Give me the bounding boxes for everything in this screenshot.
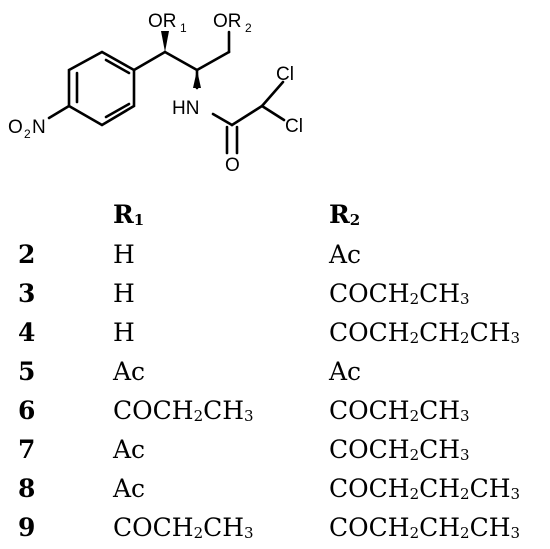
- label-or1: OR 1: [148, 11, 187, 35]
- label-hn: HN: [172, 98, 199, 119]
- compound-number: 6: [18, 396, 36, 425]
- subscript: 2: [409, 446, 420, 464]
- substituent-r1: H: [113, 240, 135, 270]
- formula-part: CH: [419, 513, 461, 542]
- formula-part: CH: [419, 279, 461, 308]
- formula-part: CH: [203, 396, 245, 425]
- formula-part: COCH: [329, 474, 410, 503]
- subscript: 3: [460, 290, 470, 308]
- label-or1-sub: 1: [180, 21, 187, 35]
- formula-part: CH: [419, 474, 461, 503]
- formula-part: COCH: [329, 396, 410, 425]
- formula-part: CH: [419, 435, 461, 464]
- label-nitro-group: O 2 N: [8, 117, 46, 141]
- label-or2-main: OR: [213, 11, 242, 32]
- header-r1-letter: R: [113, 200, 134, 229]
- formula-part: CH: [469, 513, 511, 542]
- header-r1-sub: 1: [133, 211, 145, 229]
- substituent-r2: COCH2CH2CH3: [329, 318, 520, 351]
- subscript: 2: [409, 524, 420, 542]
- formula-part: CH: [469, 318, 511, 347]
- subscript: 3: [460, 446, 470, 464]
- substituent-r1: Ac: [113, 474, 145, 504]
- substituent-r1: H: [113, 279, 135, 309]
- formula-part: CH: [419, 318, 461, 347]
- substituent-r2: COCH2CH2CH3: [329, 474, 520, 507]
- formula-part: Ac: [113, 435, 146, 464]
- subscript: 2: [409, 485, 420, 503]
- substituent-r2: COCH2CH3: [329, 435, 470, 468]
- compound-number: 7: [18, 435, 36, 464]
- subscript: 3: [244, 524, 254, 542]
- compound-number: 2: [18, 240, 36, 269]
- subscript: 2: [409, 407, 420, 425]
- compound-number: 8: [18, 474, 36, 503]
- label-or1-main: OR: [148, 11, 177, 32]
- formula-part: CH: [469, 474, 511, 503]
- substituent-r2: Ac: [329, 240, 361, 270]
- formula-part: H: [113, 318, 135, 347]
- subscript: 3: [510, 485, 521, 503]
- header-r2-letter: R: [329, 200, 350, 229]
- subscript: 2: [460, 485, 470, 503]
- formula-part: Ac: [113, 357, 146, 386]
- substituent-r2: COCH2CH2CH3: [329, 513, 520, 546]
- substituent-r1: Ac: [113, 357, 145, 387]
- label-nitro-sub: 2: [24, 127, 31, 141]
- wedge-bond-nh: [193, 70, 201, 88]
- formula-part: CH: [203, 513, 245, 542]
- wedge-bond-or1: [161, 31, 169, 52]
- substituent-r1: COCH2CH3: [113, 513, 254, 546]
- compound-number: 3: [18, 279, 36, 308]
- substituent-r2: COCH2CH3: [329, 279, 470, 312]
- substituent-r1: H: [113, 318, 135, 348]
- substituent-r1: COCH2CH3: [113, 396, 254, 429]
- formula-part: COCH: [329, 318, 410, 347]
- subscript: 2: [409, 329, 420, 347]
- subscript: 2: [460, 329, 470, 347]
- subscript: 2: [409, 290, 420, 308]
- formula-part: CH: [419, 396, 461, 425]
- formula-part: COCH: [113, 396, 194, 425]
- subscript: 2: [193, 407, 204, 425]
- compound-number: 4: [18, 318, 36, 347]
- formula-part: COCH: [329, 435, 410, 464]
- header-r2-sub: 2: [349, 211, 361, 229]
- label-cl-right: Cl: [285, 116, 303, 137]
- formula-part: COCH: [113, 513, 194, 542]
- substituent-r2: COCH2CH3: [329, 396, 470, 429]
- subscript: 2: [193, 524, 204, 542]
- formula-part: Ac: [113, 474, 146, 503]
- formula-part: H: [113, 279, 135, 308]
- formula-part: COCH: [329, 279, 410, 308]
- formula-part: H: [113, 240, 135, 269]
- subscript: 3: [510, 524, 521, 542]
- label-nitro-o: O: [8, 117, 23, 138]
- header-r2: R2: [329, 200, 360, 233]
- header-r1: R1: [113, 200, 144, 233]
- label-nitro-n: N: [32, 117, 46, 138]
- label-or2-sub: 2: [245, 21, 252, 35]
- formula-part: Ac: [329, 357, 362, 386]
- label-carbonyl-oxygen: O: [225, 155, 240, 176]
- formula-part: Ac: [329, 240, 362, 269]
- subscript: 3: [244, 407, 254, 425]
- subscript: 3: [510, 329, 521, 347]
- subscript: 3: [460, 407, 470, 425]
- skeleton-bonds: [47, 30, 286, 155]
- subscript: 2: [460, 524, 470, 542]
- substituent-r2: Ac: [329, 357, 361, 387]
- label-cl-top: Cl: [276, 64, 294, 85]
- compound-number: 9: [18, 513, 36, 542]
- substituent-r1: Ac: [113, 435, 145, 465]
- formula-part: COCH: [329, 513, 410, 542]
- chemical-structure: OR 1 OR 2 Cl Cl HN O O 2 N: [8, 11, 303, 176]
- compound-number: 5: [18, 357, 36, 386]
- label-or2: OR 2: [213, 11, 252, 35]
